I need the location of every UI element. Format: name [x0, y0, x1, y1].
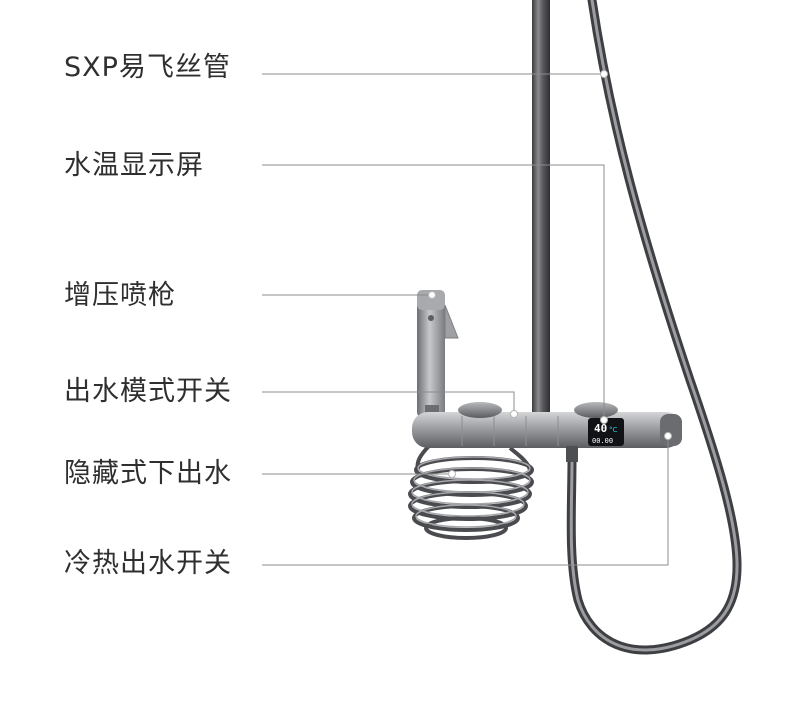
label-hidden-outlet: 隐藏式下出水	[64, 458, 232, 489]
temperature-screen: 40 °C 00.00	[588, 418, 624, 446]
callout-dots	[428, 70, 672, 478]
screen-time: 00.00	[592, 437, 613, 445]
shower-hose	[566, 0, 742, 655]
screen-temperature: 40	[594, 422, 607, 435]
label-temp-display: 水温显示屏	[64, 150, 204, 181]
label-mode-switch: 出水模式开关	[64, 376, 232, 407]
knob-left	[458, 402, 502, 418]
label-pressure-sprayer: 增压喷枪	[64, 280, 176, 311]
label-hose: SXP易飞丝管	[64, 52, 231, 83]
label-hot-cold-switch: 冷热出水开关	[64, 548, 232, 579]
knob-right	[574, 402, 618, 418]
pressure-sprayer	[417, 290, 459, 421]
handle-connector	[566, 446, 578, 462]
screen-unit: °C	[609, 426, 618, 434]
coiled-hose	[408, 443, 534, 540]
riser-pipe	[532, 0, 550, 420]
leader-lines	[262, 73, 669, 566]
